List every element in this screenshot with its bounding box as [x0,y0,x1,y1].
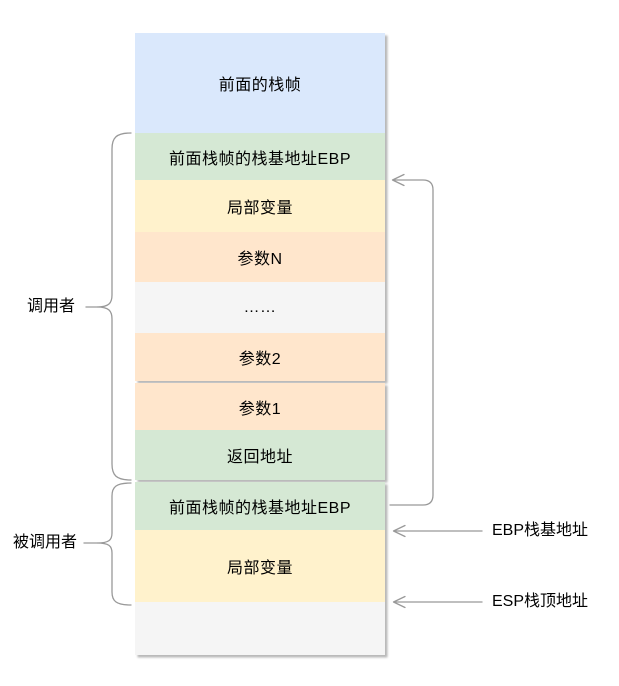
stack-box-label: 局部变量 [226,200,293,217]
caller-lower-group: 参数1 返回地址 [135,383,385,480]
arrowhead-icon [392,524,406,538]
stack-box-return-address: 返回地址 [135,430,385,480]
ebp-address-label: EBP栈基地址 [492,522,589,539]
stack-box-label: 前面的栈帧 [218,77,302,94]
stack-box-empty [135,602,385,655]
stack-box-label: 返回地址 [226,449,293,466]
stack-box-label: 前面栈帧的栈基地址EBP [168,150,352,168]
stack-box-param-2: 参数2 [135,333,385,381]
callee-brace [83,482,132,606]
saved-ebp-loop-arrow [389,173,434,506]
arrowhead-icon [392,595,406,609]
arrowhead-icon [391,173,405,187]
esp-pointer-arrow [392,595,483,609]
caller-label: 调用者 [27,298,76,315]
stack-box-param-n: 参数N [135,232,385,282]
esp-address-label: ESP栈顶地址 [492,593,589,610]
stack-box-label: 前面栈帧的栈基地址EBP [168,500,352,517]
caller-upper-group: 前面的栈帧 前面栈帧的栈基地址EBP 局部变量 参数N …… 参数2 [135,33,385,381]
stack-box-local-vars-2: 局部变量 [135,530,385,602]
stack-column: 前面的栈帧 前面栈帧的栈基地址EBP 局部变量 参数N …… 参数2 参数1 返… [135,33,385,655]
stack-box-label: …… [243,298,277,316]
ebp-pointer-arrow [392,524,483,538]
callee-label: 被调用者 [13,534,78,551]
stack-box-param-1: 参数1 [135,383,385,430]
stack-box-saved-ebp-1: 前面栈帧的栈基地址EBP [135,133,385,180]
stack-box-ellipsis: …… [135,282,385,333]
caller-brace [85,132,132,481]
callee-group: 前面栈帧的栈基地址EBP 局部变量 [135,482,385,655]
stack-box-label: 参数2 [238,351,282,368]
stack-box-label: 参数1 [238,400,282,418]
stack-box-label: 参数N [237,251,283,268]
stack-box-label: 局部变量 [226,560,293,577]
stack-box-prev-frame: 前面的栈帧 [135,33,385,133]
stack-box-local-vars-1: 局部变量 [135,180,385,232]
stack-box-saved-ebp-2: 前面栈帧的栈基地址EBP [135,482,385,530]
